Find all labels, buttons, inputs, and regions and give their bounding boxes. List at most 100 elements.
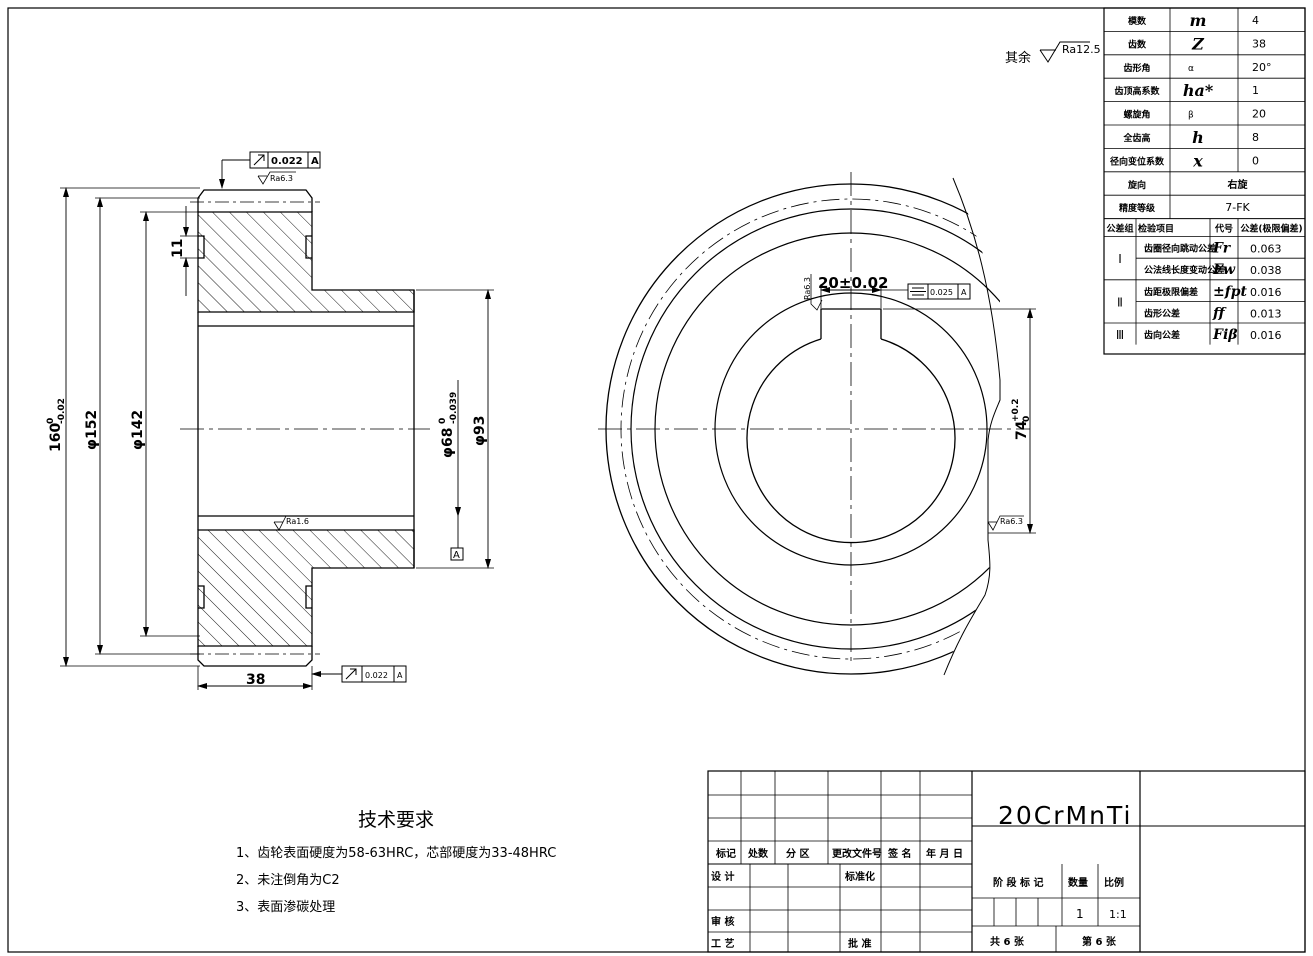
svg-text:160: 160 bbox=[48, 423, 64, 452]
svg-text:阶 段 标 记: 阶 段 标 记 bbox=[993, 876, 1043, 889]
roughness-side: Ra6.3 bbox=[987, 515, 1024, 531]
param-value: 1 bbox=[1252, 84, 1259, 97]
group-label: Ⅲ bbox=[1116, 328, 1124, 342]
insp-code: Fr bbox=[1212, 241, 1232, 257]
symmetry-tolerance: 0.025 A bbox=[881, 283, 971, 300]
param-symbol: x bbox=[1192, 151, 1203, 170]
svg-text:A: A bbox=[311, 156, 319, 167]
insp-code: Fw bbox=[1212, 262, 1236, 278]
svg-text:-0.039: -0.039 bbox=[449, 392, 459, 424]
insp-header: 检验项目 bbox=[1138, 223, 1174, 235]
dim-hub-diameter: φ93 bbox=[472, 416, 488, 446]
svg-text:20±0.02: 20±0.02 bbox=[818, 274, 888, 292]
insp-header: 公差(极限偏差) bbox=[1240, 223, 1302, 235]
insp-code: ff bbox=[1212, 305, 1227, 321]
param-symbol: Z bbox=[1191, 34, 1205, 53]
title-block-header: 分 区 bbox=[786, 847, 809, 860]
datum-a: A bbox=[450, 547, 464, 561]
svg-text:其余: 其余 bbox=[1005, 50, 1031, 66]
param-value: 20° bbox=[1252, 61, 1272, 74]
insp-item: 齿形公差 bbox=[1144, 307, 1180, 319]
runout-tolerance-bottom: 0.022 A bbox=[311, 665, 407, 683]
material: 20CrMnTi bbox=[998, 801, 1132, 830]
param-symbol: m bbox=[1190, 11, 1207, 30]
insp-item: 齿距极限偏差 bbox=[1144, 286, 1198, 298]
insp-value: 0.063 bbox=[1250, 243, 1282, 256]
insp-value: 0.038 bbox=[1250, 264, 1282, 277]
svg-text:Ra12.5: Ra12.5 bbox=[1062, 43, 1101, 56]
title-block-header: 年 月 日 bbox=[926, 847, 963, 860]
svg-text:Ra6.3: Ra6.3 bbox=[1000, 517, 1023, 526]
title-block-header: 更改文件号 bbox=[832, 847, 882, 860]
param-value: 20 bbox=[1252, 108, 1266, 121]
group-label: Ⅰ bbox=[1118, 252, 1122, 266]
dim-groove: 11 bbox=[170, 239, 186, 258]
direction-value: 右旋 bbox=[1227, 178, 1249, 191]
param-value: 4 bbox=[1252, 14, 1259, 27]
svg-text:Ra6.3: Ra6.3 bbox=[803, 277, 812, 300]
dim-width: 38 bbox=[246, 672, 265, 688]
group-label: Ⅱ bbox=[1117, 295, 1123, 309]
svg-text:φ68: φ68 bbox=[440, 428, 456, 458]
dim-tip-diameter: φ152 bbox=[84, 410, 100, 450]
insp-item: 齿向公差 bbox=[1144, 329, 1180, 341]
svg-text:数量: 数量 bbox=[1068, 876, 1088, 889]
title-block-text: 20CrMnTi 标记处数分 区更改文件号签 名年 月 日 设 计 标准化 审 … bbox=[711, 801, 1132, 950]
param-value: 8 bbox=[1252, 131, 1259, 144]
param-label: 螺旋角 bbox=[1123, 109, 1150, 121]
param-label: 齿数 bbox=[1128, 38, 1147, 50]
section-view: 160 0 -0.02 φ152 φ142 φ68 0 -0.039 φ93 1… bbox=[46, 151, 494, 690]
roughness-key: Ra6.3 bbox=[803, 274, 823, 311]
direction-label: 旋向 bbox=[1127, 179, 1146, 191]
insp-header: 公差组 bbox=[1106, 223, 1133, 235]
svg-text:74: 74 bbox=[1014, 420, 1030, 440]
svg-text:0: 0 bbox=[46, 418, 56, 424]
roughness-top: Ra6.3 bbox=[257, 171, 296, 185]
svg-text:共 6 张: 共 6 张 bbox=[990, 935, 1025, 948]
svg-text:Ra6.3: Ra6.3 bbox=[270, 174, 293, 183]
svg-text:Ra1.6: Ra1.6 bbox=[286, 517, 309, 526]
title-block bbox=[707, 770, 1306, 953]
accuracy-label: 精度等级 bbox=[1119, 202, 1156, 214]
insp-item: 齿圈径向跳动公差 bbox=[1144, 243, 1216, 255]
title-block-header: 处数 bbox=[747, 847, 769, 860]
dim-root-diameter: φ142 bbox=[130, 410, 146, 450]
svg-text:1:1: 1:1 bbox=[1109, 908, 1127, 921]
param-symbol: β bbox=[1188, 111, 1194, 121]
param-value: 38 bbox=[1252, 37, 1266, 50]
svg-text:工 艺: 工 艺 bbox=[711, 937, 734, 950]
svg-text:0: 0 bbox=[1022, 416, 1032, 422]
svg-text:0: 0 bbox=[438, 418, 448, 424]
drawing-frame bbox=[7, 7, 1306, 953]
title-block-header: 标记 bbox=[715, 847, 736, 860]
svg-text:A: A bbox=[397, 671, 403, 680]
param-symbol: α bbox=[1188, 64, 1194, 74]
svg-text:0.022: 0.022 bbox=[365, 671, 388, 680]
param-value: 0 bbox=[1252, 154, 1259, 167]
param-label: 全齿高 bbox=[1122, 132, 1150, 144]
general-roughness-note: 其余 Ra12.5 bbox=[1005, 41, 1101, 66]
insp-item: 公法线长度变动公差 bbox=[1144, 264, 1225, 276]
param-label: 齿顶高系数 bbox=[1114, 85, 1160, 97]
svg-text:1: 1 bbox=[1076, 907, 1084, 921]
tech-item-2: 2、未注倒角为C2 bbox=[236, 873, 340, 888]
svg-text:-0.02: -0.02 bbox=[57, 398, 67, 424]
accuracy-value: 7-FK bbox=[1225, 201, 1250, 214]
technical-requirements: 技术要求 1、齿轮表面硬度为58-63HRC，芯部硬度为33-48HRC 2、未… bbox=[236, 809, 556, 915]
svg-text:A: A bbox=[961, 288, 967, 297]
roughness-bore: Ra1.6 bbox=[273, 515, 310, 531]
insp-value: 0.016 bbox=[1250, 286, 1282, 299]
svg-text:0.025: 0.025 bbox=[930, 288, 953, 297]
svg-text:A: A bbox=[453, 550, 460, 561]
insp-value: 0.016 bbox=[1250, 329, 1282, 342]
insp-code: ±fpt bbox=[1213, 284, 1248, 300]
front-view: 20±0.02 0.025 A Ra6.3 74 +0.2 0 bbox=[598, 172, 1036, 676]
svg-text:比例: 比例 bbox=[1104, 876, 1124, 889]
tech-title: 技术要求 bbox=[358, 809, 434, 831]
svg-text:标准化: 标准化 bbox=[844, 870, 875, 883]
param-label: 齿形角 bbox=[1123, 62, 1150, 74]
runout-tolerance-top: 0.022 A bbox=[219, 151, 321, 189]
svg-text:批 准: 批 准 bbox=[848, 937, 871, 950]
